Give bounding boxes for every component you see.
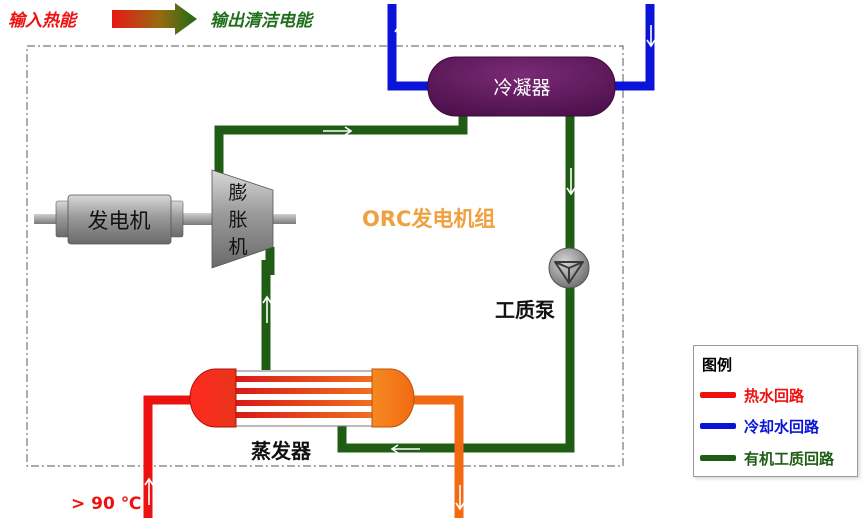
legend-hot-water-swatch bbox=[700, 392, 736, 398]
generator-end-cap-left bbox=[55, 200, 70, 238]
expander bbox=[211, 169, 274, 269]
expander-label-1: 膨 bbox=[228, 182, 247, 204]
orc-unit-label: ORC发电机组 bbox=[362, 207, 495, 231]
wf-expander-to-condenser-pipe bbox=[214, 110, 468, 180]
expander-shaft bbox=[272, 214, 296, 224]
legend-hot-water-label: 热水回路 bbox=[744, 386, 805, 405]
hot-water-up-arrow-icon bbox=[144, 477, 154, 505]
condenser-label: 冷凝器 bbox=[493, 77, 550, 99]
energy-flow-arrow bbox=[112, 3, 197, 35]
cooling-water-inlet-pipe bbox=[387, 4, 432, 91]
input-heat-label: 输入热能 bbox=[8, 11, 79, 31]
legend-working-fluid-label: 有机工质回路 bbox=[744, 449, 835, 468]
evaporator-label: 蒸发器 bbox=[251, 439, 312, 463]
generator-end-cap-right bbox=[169, 200, 184, 238]
legend-cooling-water-swatch bbox=[700, 423, 736, 429]
expander-label-2: 胀 bbox=[228, 209, 247, 231]
cooling-up-arrow-icon bbox=[394, 24, 404, 45]
legend-working-fluid-swatch bbox=[700, 455, 736, 461]
evaporator-right-head bbox=[371, 368, 415, 428]
legend-title: 图例 bbox=[702, 356, 733, 374]
evaporator-tubes bbox=[233, 376, 374, 418]
legend-item-cooling-water: 冷却水回路 bbox=[700, 415, 819, 437]
wf-up-arrow-icon bbox=[262, 295, 272, 323]
cooling-water-outlet-pipe bbox=[614, 4, 655, 91]
hot-water-down-arrow-icon bbox=[455, 485, 465, 511]
generator-label: 发电机 bbox=[88, 209, 151, 233]
generator-shaft-right bbox=[180, 213, 215, 225]
expander-label-3: 机 bbox=[228, 236, 247, 258]
orc-unit-boundary bbox=[26, 45, 624, 467]
wf-right-arrow-icon bbox=[323, 126, 353, 136]
generator bbox=[67, 194, 172, 245]
legend: 图例 热水回路 冷却水回路 有机工质回路 bbox=[693, 345, 858, 477]
legend-cooling-water-label: 冷却水回路 bbox=[744, 417, 820, 436]
wf-left-arrow-icon bbox=[390, 444, 420, 454]
legend-item-working-fluid: 有机工质回路 bbox=[700, 447, 834, 469]
legend-item-hot-water: 热水回路 bbox=[700, 384, 804, 406]
hot-water-outlet-pipe bbox=[400, 395, 464, 518]
condenser bbox=[427, 56, 616, 117]
generator-shaft-left bbox=[34, 214, 58, 224]
evaporator-left-head bbox=[189, 368, 237, 428]
pump-label: 工质泵 bbox=[495, 298, 555, 322]
inlet-temperature-label: > 90 ℃ bbox=[71, 494, 141, 514]
output-electricity-label: 输出清洁电能 bbox=[210, 11, 315, 31]
pump-symbol-icon bbox=[554, 261, 584, 284]
wf-down-arrow-icon bbox=[566, 168, 576, 196]
cooling-down-arrow-icon bbox=[646, 25, 656, 48]
